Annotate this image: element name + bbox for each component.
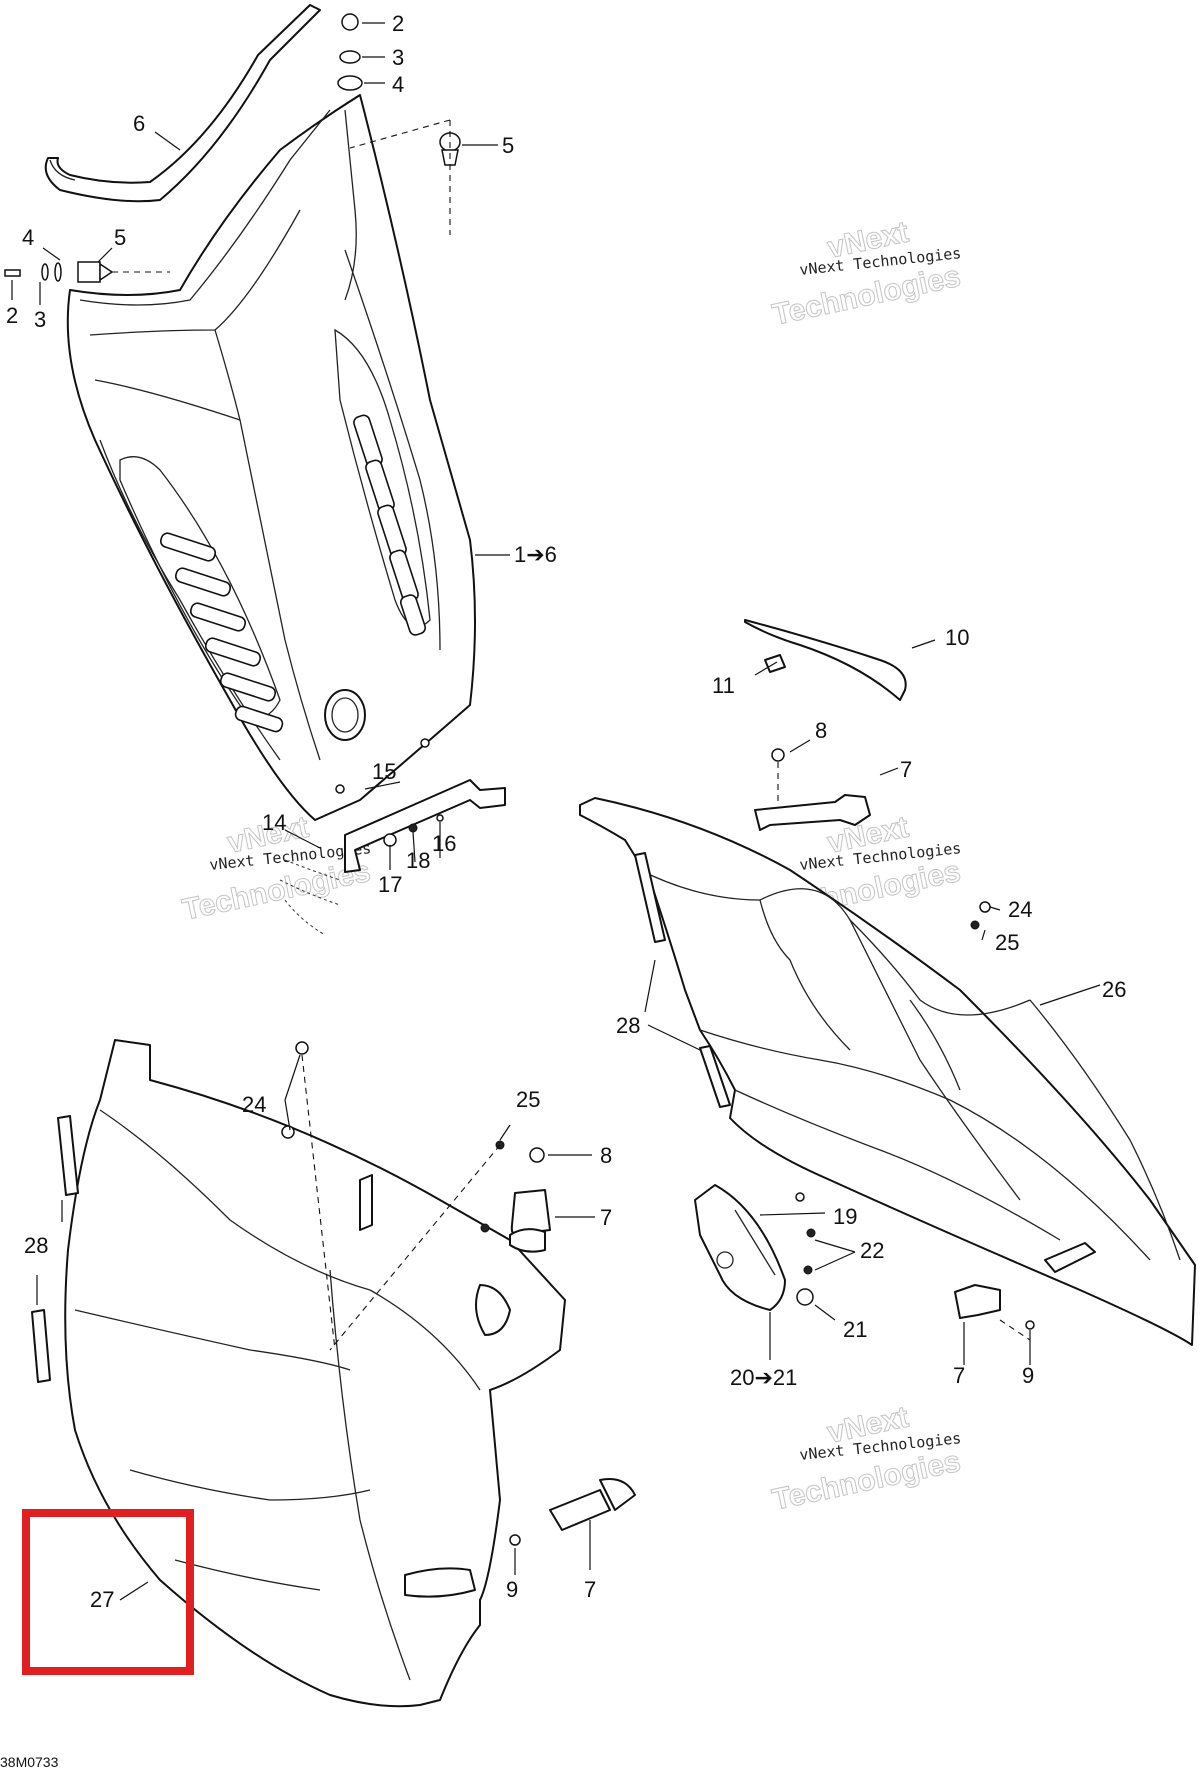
left-fastener-stack	[4, 261, 170, 283]
leader-lines	[11, 22, 1101, 1601]
callout-19: 19	[833, 1204, 857, 1229]
callout-25-right: 25	[995, 930, 1019, 955]
callout-11: 11	[712, 673, 735, 698]
callout-6: 6	[133, 111, 145, 136]
callout-15: 15	[372, 759, 396, 784]
callout-24-left: 24	[242, 1092, 266, 1117]
callout-26: 26	[1102, 977, 1126, 1002]
watermark-upper-right: vNext vNext Technologies Technologies	[769, 215, 964, 332]
callout-3-top: 3	[392, 45, 404, 70]
upper-fastener-stack	[337, 13, 461, 235]
visor-trim	[744, 619, 907, 701]
left-strips	[31, 1115, 79, 1383]
callout-18: 18	[406, 848, 430, 873]
callout-7-upper: 7	[900, 757, 912, 782]
callout-9-right: 9	[1022, 1363, 1034, 1388]
callout-20-to-21: 20➔21	[730, 1365, 797, 1390]
right-mid-bracket	[694, 1184, 816, 1311]
callout-28-left: 28	[24, 1233, 48, 1258]
callout-22: 22	[860, 1238, 884, 1263]
left-mid-latch	[509, 1147, 551, 1253]
lower-latch	[509, 1478, 636, 1546]
callout-4-top: 4	[392, 72, 404, 97]
callout-3-left: 3	[34, 307, 46, 332]
callout-2-top: 2	[392, 11, 404, 36]
callout-17: 17	[378, 872, 402, 897]
callout-24-right: 24	[1008, 897, 1032, 922]
callout-21: 21	[843, 1317, 867, 1342]
callout-4-left: 4	[22, 225, 34, 250]
hood-bracket-assembly	[279, 738, 506, 936]
callout-9-lower: 9	[506, 1577, 518, 1602]
callout-2-left: 2	[6, 303, 18, 328]
upper-latch	[754, 748, 871, 831]
callout-25-left: 25	[516, 1087, 540, 1112]
right-lower-latch	[954, 1284, 1035, 1341]
callout-14: 14	[262, 810, 286, 835]
callout-28-right: 28	[616, 1013, 640, 1038]
callout-10: 10	[945, 625, 969, 650]
callout-5-left: 5	[114, 225, 126, 250]
callout-1-to-6: 1➔6	[514, 542, 557, 567]
callout-16: 16	[432, 831, 456, 856]
callout-7-right: 7	[953, 1363, 965, 1388]
callout-7-left: 7	[600, 1205, 612, 1230]
highlight-box-part-27	[22, 1509, 194, 1675]
callout-7-lower: 7	[584, 1577, 596, 1602]
callouts: 2 3 4 5 6 4 5 2 3 1➔6 10 11 8 7 15 14 17…	[6, 11, 1126, 1612]
watermark-lower-right: vNext vNext Technologies Technologies	[769, 1400, 964, 1517]
hood-panel	[66, 94, 476, 821]
right-side-panel	[579, 797, 1196, 1346]
callout-27: 27	[90, 1587, 114, 1612]
callout-8-upper: 8	[815, 718, 827, 743]
reference-code: 38M0733	[0, 1754, 59, 1770]
callout-5-top: 5	[502, 133, 514, 158]
right-strips	[634, 852, 731, 1108]
callout-8-left: 8	[600, 1143, 612, 1168]
windshield-trim-strip	[44, 4, 321, 203]
left-side-panel	[64, 1039, 566, 1708]
